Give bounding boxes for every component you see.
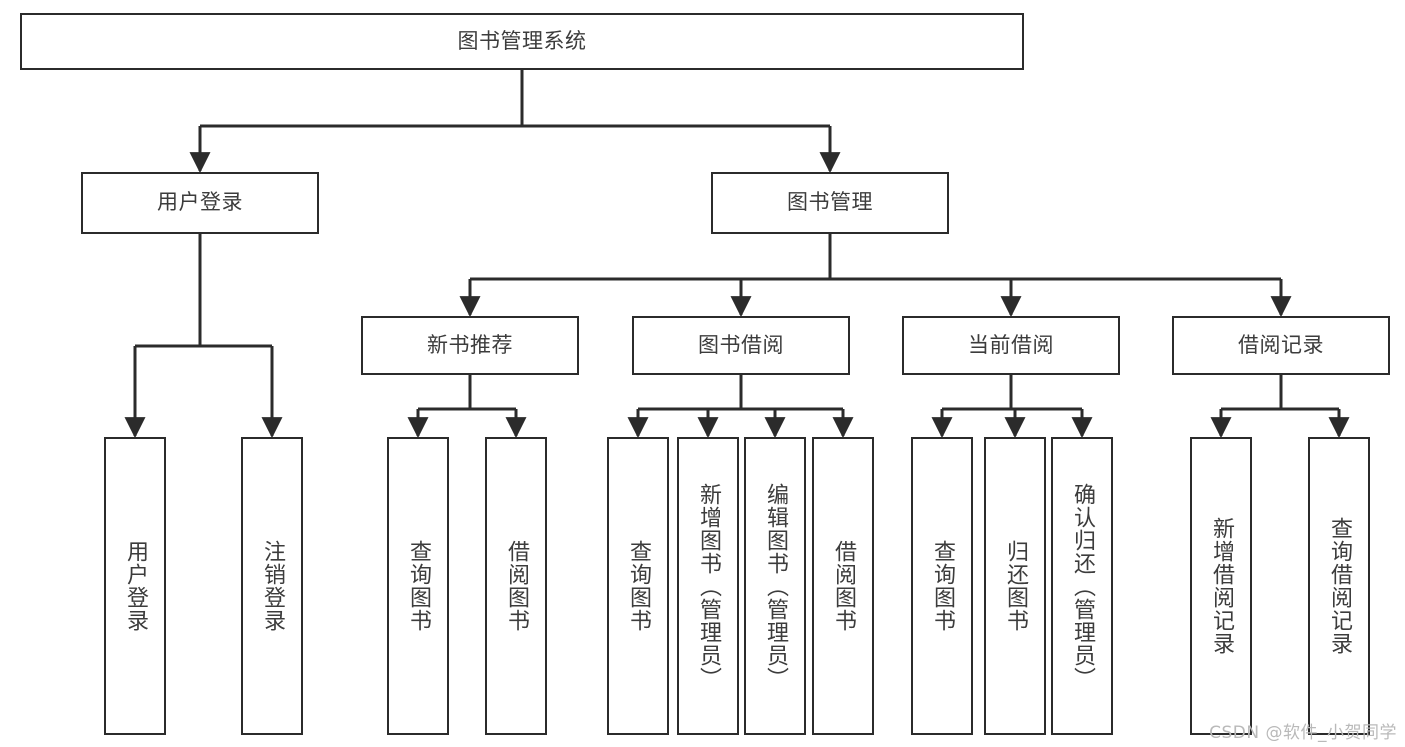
node-label: 查询图书 [929, 540, 955, 632]
node-root[interactable]: 图书管理系统 [20, 13, 1024, 70]
node-label: 新书推荐 [427, 332, 513, 357]
node-label: 用户登录 [157, 190, 243, 215]
node-label: 归还图书 [1002, 540, 1028, 632]
node-book-manage[interactable]: 图书管理 [711, 172, 949, 234]
node-label: 注销登录 [259, 540, 285, 632]
node-leaf-add-book[interactable]: 新增图书（管理员） [677, 437, 739, 735]
node-label: 新增图书（管理员） [695, 482, 721, 690]
node-label: 编辑图书（管理员） [762, 482, 788, 690]
node-leaf-return-book[interactable]: 归还图书 [984, 437, 1046, 735]
node-leaf-query-book-2[interactable]: 查询图书 [607, 437, 669, 735]
node-new-book-recommend[interactable]: 新书推荐 [361, 316, 579, 375]
node-leaf-borrow-book-2[interactable]: 借阅图书 [812, 437, 874, 735]
node-label: 借阅记录 [1238, 332, 1324, 357]
node-leaf-borrow-book-1[interactable]: 借阅图书 [485, 437, 547, 735]
node-leaf-edit-book[interactable]: 编辑图书（管理员） [744, 437, 806, 735]
node-current-borrow[interactable]: 当前借阅 [902, 316, 1120, 375]
node-label: 图书借阅 [698, 332, 784, 357]
watermark-text: CSDN @软件_小贺同学 [1209, 723, 1397, 743]
node-label: 用户登录 [122, 540, 148, 632]
node-leaf-query-book-3[interactable]: 查询图书 [911, 437, 973, 735]
node-label: 查询图书 [625, 540, 651, 632]
node-leaf-add-record[interactable]: 新增借阅记录 [1190, 437, 1252, 735]
node-leaf-logout[interactable]: 注销登录 [241, 437, 303, 735]
node-label: 图书管理系统 [457, 28, 587, 53]
node-label: 借阅图书 [830, 540, 856, 632]
node-label: 查询图书 [405, 540, 431, 632]
node-label: 借阅图书 [503, 540, 529, 632]
node-label: 图书管理 [787, 190, 873, 215]
node-label: 新增借阅记录 [1208, 517, 1234, 655]
node-label: 确认归还（管理员） [1069, 482, 1095, 690]
node-label: 查询借阅记录 [1326, 517, 1352, 655]
node-leaf-query-book-1[interactable]: 查询图书 [387, 437, 449, 735]
node-leaf-confirm-return[interactable]: 确认归还（管理员） [1051, 437, 1113, 735]
node-user-login[interactable]: 用户登录 [81, 172, 319, 234]
node-leaf-user-login[interactable]: 用户登录 [104, 437, 166, 735]
node-label: 当前借阅 [968, 332, 1054, 357]
node-book-borrow[interactable]: 图书借阅 [632, 316, 850, 375]
node-leaf-query-record[interactable]: 查询借阅记录 [1308, 437, 1370, 735]
node-borrow-record[interactable]: 借阅记录 [1172, 316, 1390, 375]
